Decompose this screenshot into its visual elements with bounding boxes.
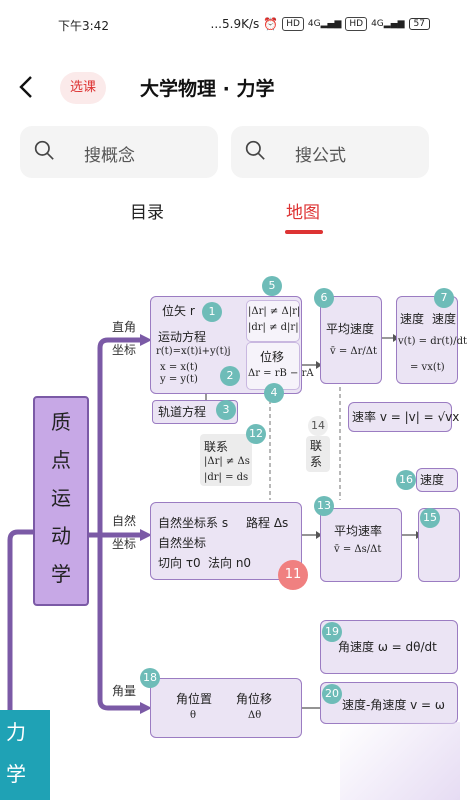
track-eq-label: 轨道方程 <box>158 405 207 419</box>
node-velocity-angular[interactable] <box>320 682 458 724</box>
velocity-formula-2: = vx(t) <box>410 362 445 373</box>
node-number: 14 <box>308 416 328 436</box>
node-number: 6 <box>314 288 334 308</box>
node-velocity[interactable] <box>396 296 458 384</box>
velocity-formula: v(t) = dr(t)/dt <box>398 336 467 347</box>
node-number: 7 <box>434 288 454 308</box>
displacement-label: 位移 <box>260 350 285 364</box>
alarm-icon: ⏰ <box>263 17 279 31</box>
link-14-label: 联系 <box>310 439 323 469</box>
velocity-label: 速度 <box>400 312 425 326</box>
formula-search-placeholder: 搜公式 <box>295 146 346 166</box>
search-icon <box>34 140 54 160</box>
link-12-a: |Δr| ≠ Δs <box>204 456 250 467</box>
node-motion-eq[interactable]: 运动方程 <box>158 330 207 344</box>
search-icon <box>245 140 265 160</box>
page-title: 大学物理 · 力学 <box>140 78 275 100</box>
natural-coord-label: 自然坐标 <box>158 536 207 550</box>
node-speed-16[interactable] <box>416 468 458 492</box>
node-average-speed[interactable] <box>320 508 402 582</box>
status-icons: ...5.9K/s ⏰ HD 4G▂▄▆ HD 4G▂▄▆ 57 <box>211 17 430 31</box>
map-connectors <box>7 334 422 800</box>
node-number: 16 <box>396 470 416 490</box>
angular-displacement-symbol: Δθ <box>248 710 262 721</box>
node-speed[interactable] <box>348 402 452 432</box>
node-inequality[interactable] <box>246 300 300 342</box>
normal-label: 法向 n0 <box>208 556 252 570</box>
branch-label-natural: 自然坐标 <box>112 514 137 551</box>
node-number-highlight: 11 <box>278 560 308 590</box>
angular-position-label: 角位置 <box>176 692 213 706</box>
branch-label-rect: 直角坐标 <box>112 320 137 357</box>
status-bar: 下午3:42 ...5.9K/s ⏰ HD 4G▂▄▆ HD 4G▂▄▆ 57 <box>0 0 450 50</box>
hd-badge-2: HD <box>345 17 368 31</box>
signal-icon: 4G▂▄▆ <box>307 19 342 29</box>
active-tab-indicator <box>285 230 323 234</box>
back-arrow-icon[interactable] <box>14 74 40 100</box>
node-number: 1 <box>202 302 222 322</box>
param-y: y = y(t) <box>160 374 198 385</box>
node-number: 13 <box>314 496 334 516</box>
node-number: 2 <box>220 366 240 386</box>
ineq-1: |Δr| ≠ Δ|r| <box>248 306 301 317</box>
node-link-12[interactable] <box>200 434 252 486</box>
param-x: x = x(t) <box>160 362 198 373</box>
concept-search-placeholder: 搜概念 <box>84 146 135 166</box>
formula-search-input[interactable]: 搜公式 <box>231 126 429 178</box>
tab-catalog[interactable]: 目录 <box>130 203 164 223</box>
angular-velocity-label: 角速度 ω = dθ/dt <box>338 640 437 654</box>
side-tab-mechanics[interactable]: 力 学 <box>0 710 50 800</box>
node-average-velocity[interactable] <box>320 296 382 384</box>
avg-speed-label: 平均速率 <box>334 524 383 538</box>
node-pos-vector[interactable]: 位矢 r <box>162 304 195 318</box>
battery-icon: 57 <box>408 18 430 30</box>
node-number: 12 <box>246 424 266 444</box>
node-number: 15 <box>420 508 440 528</box>
node-number: 5 <box>262 276 282 296</box>
speed-16-label: 速度 <box>420 473 445 487</box>
motion-eq-formula: r(t)=x(t)i+y(t)j <box>156 346 231 357</box>
angular-displacement-label: 角位移 <box>236 692 273 706</box>
natural-system-label: 自然坐标系 s <box>158 516 229 530</box>
link-12-label: 联系 <box>204 440 229 454</box>
node-number: 4 <box>264 383 284 403</box>
node-number: 19 <box>322 622 342 642</box>
gradient-decoration <box>340 722 460 800</box>
path-length-label[interactable]: 路程 Δs <box>246 516 289 530</box>
course-select-button[interactable]: 选课 <box>60 72 106 104</box>
branch-label-angle: 角量 <box>112 684 137 698</box>
angular-position-symbol: θ <box>190 710 197 721</box>
concept-search-input[interactable]: 搜概念 <box>20 126 218 178</box>
signal-icon-2: 4G▂▄▆ <box>371 19 405 29</box>
avg-speed-formula: v̄ = Δs/Δt <box>334 544 382 555</box>
tangent-label: 切向 τ0 <box>158 556 201 570</box>
app-header: 选课 大学物理 · 力学 <box>0 60 450 116</box>
status-time: 下午3:42 <box>58 19 109 33</box>
node-number: 20 <box>322 684 342 704</box>
hd-badge: HD <box>282 17 304 31</box>
node-angular-velocity[interactable] <box>320 620 458 674</box>
node-number: 18 <box>140 668 160 688</box>
root-node-particle-kinematics[interactable]: 质点运动学 <box>33 396 89 606</box>
node-number: 3 <box>216 400 236 420</box>
velocity-angular-label: 速度-角速度 v = ω <box>342 698 445 712</box>
avg-velocity-label: 平均速度 <box>326 322 375 336</box>
avg-velocity-formula: v̄ = Δr/Δt <box>330 346 377 357</box>
ineq-2: |dr| ≠ d|r| <box>248 322 299 333</box>
tab-map[interactable]: 地图 <box>286 203 320 223</box>
node-angle[interactable] <box>150 678 302 738</box>
speed-label: 速率 v = |v| = √vx <box>352 410 460 424</box>
velocity-label-2: 速度 <box>432 312 457 326</box>
network-speed: ...5.9K/s <box>210 17 260 31</box>
displacement-formula: Δr = rB − rA <box>248 368 314 379</box>
node-natural-coords[interactable] <box>150 502 302 580</box>
link-12-b: |dr| = ds <box>204 472 249 483</box>
knowledge-map[interactable]: 质点运动学 力 学 直角坐标 自然坐标 角量 位矢 r 运动方程 r(t)=x(… <box>0 238 467 800</box>
node-link-14[interactable] <box>306 436 330 472</box>
